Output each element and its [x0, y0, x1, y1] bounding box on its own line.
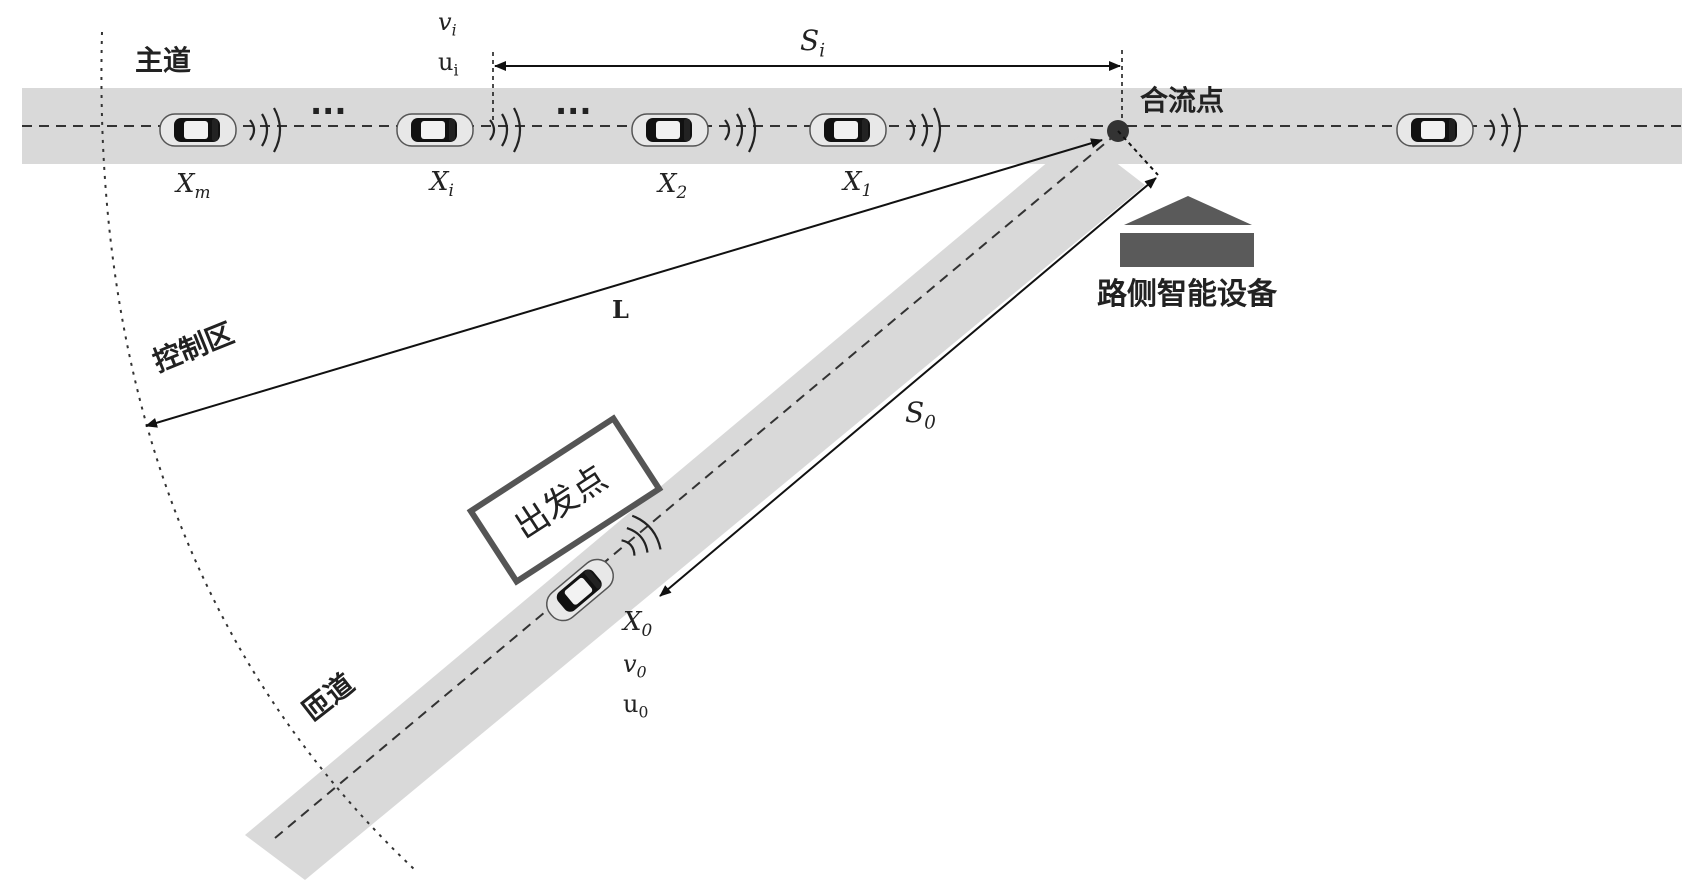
vehicle-x1-label: X1	[841, 167, 872, 200]
roadside-device-icon	[1120, 196, 1254, 267]
vehicle-x2-label: X2	[656, 169, 687, 202]
ellipsis-2: ···	[555, 92, 591, 130]
distance-si-label: Si	[800, 24, 825, 61]
velocity-v0-label: v0	[623, 650, 647, 681]
s0-dimension-arrow	[660, 178, 1156, 596]
merge-point-label: 合流点	[1140, 84, 1224, 117]
vehicle-x1	[810, 114, 886, 146]
ellipsis-1: ···	[310, 92, 346, 130]
vehicle-xm	[160, 114, 236, 146]
ramp-label: 匝道	[296, 667, 360, 727]
vehicle-x2	[632, 114, 708, 146]
control-u0-label: u0	[623, 690, 648, 721]
velocity-vi-label: vi	[438, 8, 457, 39]
vehicle-xm-label: Xm	[174, 169, 211, 202]
ramp-road	[245, 135, 1145, 880]
vehicle-xi-label: Xi	[428, 167, 454, 200]
vehicle-ahead	[1397, 114, 1473, 146]
vehicle-x0-label: X0	[621, 607, 653, 640]
distance-s0-label: S0	[905, 396, 936, 433]
vehicle-xi	[397, 114, 473, 146]
distance-L-label: L	[612, 295, 629, 324]
control-zone-label: 控制区	[148, 316, 238, 378]
roadside-device-label: 路侧智能设备	[1097, 277, 1278, 312]
control-ui-label: ui	[438, 48, 458, 79]
main-road-label: 主道	[135, 44, 191, 77]
